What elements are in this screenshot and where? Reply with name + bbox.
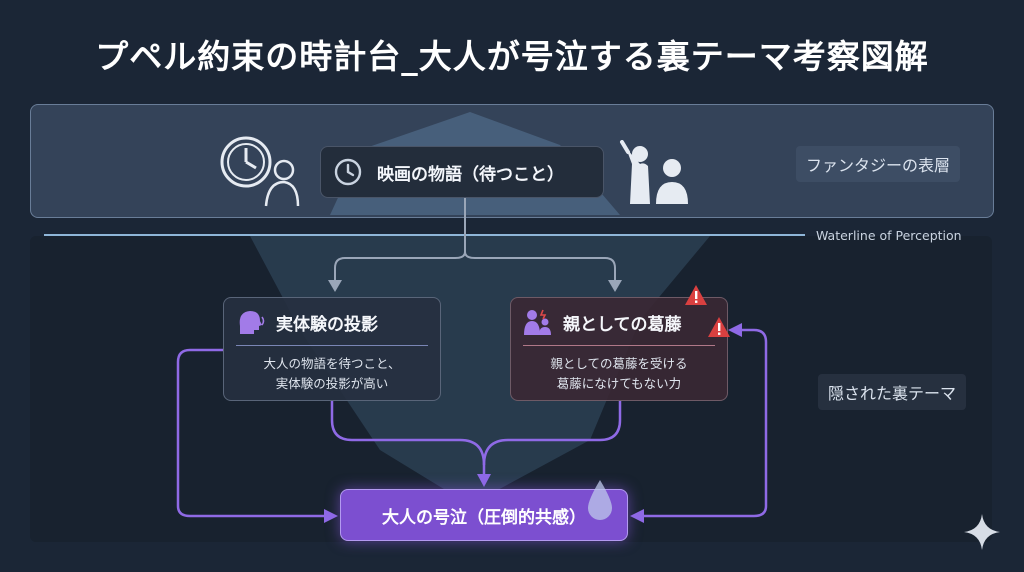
arrow-left-loop xyxy=(324,509,338,523)
clock-person-icon xyxy=(220,136,300,207)
arrow-to-left-card xyxy=(328,280,342,292)
card-divider xyxy=(523,345,715,346)
connector-story-split xyxy=(334,198,616,286)
card-body: 親としての葛藤を受ける 葛藤になけてもない力 xyxy=(523,354,715,394)
card-body-line: 親としての葛藤を受ける xyxy=(550,356,688,371)
card-body-line: 大人の物語を待つこと、 xyxy=(263,356,401,371)
arrow-right-loop xyxy=(630,509,644,523)
card-parent-conflict: 親としての葛藤 親としての葛藤を受ける 葛藤になけてもない力 xyxy=(510,297,728,401)
arrow-into-right-card xyxy=(728,323,742,337)
connector-left-loop xyxy=(176,348,326,518)
waterline-label: Waterline of Perception xyxy=(816,228,962,243)
card-body-line: 実体験の投影が高い xyxy=(275,376,389,391)
connector-left-card-to-result xyxy=(330,401,486,478)
warning-icon xyxy=(708,317,730,337)
surface-layer-label: ファンタジーの表層 xyxy=(796,146,961,182)
result-box-label: 大人の号泣（圧倒的共感） xyxy=(382,507,586,528)
speaking-head-icon xyxy=(239,311,265,334)
sparkle-icon xyxy=(964,514,1000,550)
warning-icon xyxy=(685,285,707,305)
connector-right-loop xyxy=(642,328,768,518)
story-box: 映画の物語（待つこと） xyxy=(320,146,604,198)
parent-child-icon xyxy=(524,309,551,335)
card-experience-projection: 実体験の投影 大人の物語を待つこと、 実体験の投影が高い xyxy=(223,297,441,401)
card-body: 大人の物語を待つこと、 実体験の投影が高い xyxy=(236,354,428,394)
arrow-to-right-card xyxy=(608,280,622,292)
teardrop-icon xyxy=(588,480,612,520)
card-title: 親としての葛藤 xyxy=(563,314,682,335)
card-title: 実体験の投影 xyxy=(276,314,378,335)
card-body-line: 葛藤になけてもない力 xyxy=(556,376,682,391)
story-box-label: 映画の物語（待つこと） xyxy=(377,164,564,185)
hidden-theme-label: 隠された裏テーマ xyxy=(818,374,967,410)
connector-right-card-to-result xyxy=(482,401,622,466)
arrow-into-result xyxy=(477,474,491,487)
card-divider xyxy=(236,345,428,346)
page-title: プペル約束の時計台_大人が号泣する裏テーマ考察図解 xyxy=(95,37,929,76)
waving-people-icon xyxy=(620,140,688,204)
clock-icon xyxy=(334,158,362,186)
result-box: 大人の号泣（圧倒的共感） xyxy=(340,489,628,541)
